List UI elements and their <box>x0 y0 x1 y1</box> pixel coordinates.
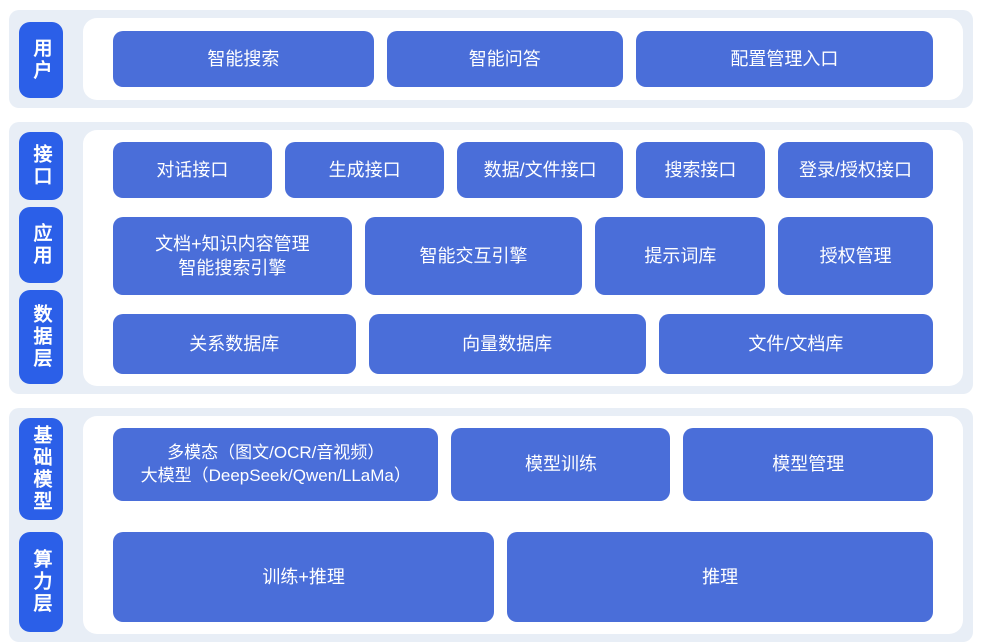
box-vector-database: 向量数据库 <box>368 314 646 374</box>
box-doc-knowledge-search-engine: 文档+知识内容管理 智能搜索引擎 <box>113 217 352 295</box>
box-multimodal-llm: 多模态（图文/OCR/音视频） 大模型（DeepSeek/Qwen/LLaMa） <box>113 428 439 501</box>
box-login-auth-api: 登录/授权接口 <box>778 142 934 198</box>
box-dialog-api: 对话接口 <box>113 142 272 198</box>
box-authorization-management: 授权管理 <box>778 217 933 295</box>
box-smart-qa: 智能问答 <box>386 31 623 87</box>
row-user-entries: 智能搜索 智能问答 配置管理入口 <box>113 31 933 87</box>
label-base-model: 基础模型 <box>19 418 63 520</box>
label-column-user: 用户 <box>19 18 63 100</box>
row-compute: 训练+推理 推理 <box>113 532 933 622</box>
label-compute-layer: 算力层 <box>19 532 63 632</box>
label-column-middle: 接口 应用 数据层 <box>19 130 63 386</box>
box-training-inference: 训练+推理 <box>113 532 495 622</box>
box-relational-database: 关系数据库 <box>113 314 356 374</box>
box-file-document-store: 文件/文档库 <box>658 314 933 374</box>
section-user-layer: 用户 智能搜索 智能问答 配置管理入口 <box>9 10 973 108</box>
label-application: 应用 <box>19 207 63 283</box>
row-data-stores: 关系数据库 向量数据库 文件/文档库 <box>113 314 933 374</box>
box-data-file-api: 数据/文件接口 <box>457 142 623 198</box>
label-data-layer: 数据层 <box>19 290 63 384</box>
box-smart-search: 智能搜索 <box>113 31 374 87</box>
box-generation-api: 生成接口 <box>284 142 445 198</box>
box-line-1: 多模态（图文/OCR/音视频） <box>167 442 385 462</box>
panel-bottom: 多模态（图文/OCR/音视频） 大模型（DeepSeek/Qwen/LLaMa）… <box>83 416 963 634</box>
row-applications: 文档+知识内容管理 智能搜索引擎 智能交互引擎 提示词库 授权管理 <box>113 217 933 295</box>
box-line-2: 智能搜索引擎 <box>178 258 287 278</box>
box-model-training: 模型训练 <box>451 428 671 501</box>
box-inference: 推理 <box>507 532 933 622</box>
row-interfaces: 对话接口 生成接口 数据/文件接口 搜索接口 登录/授权接口 <box>113 142 934 198</box>
label-interface: 接口 <box>19 132 63 200</box>
label-user: 用户 <box>19 22 63 98</box>
panel-user: 智能搜索 智能问答 配置管理入口 <box>83 18 963 100</box>
box-prompt-library: 提示词库 <box>595 217 766 295</box>
box-line-2: 大模型（DeepSeek/Qwen/LLaMa） <box>140 465 411 485</box>
section-interface-application-data: 接口 应用 数据层 对话接口 生成接口 数据/文件接口 搜索接口 登录/授权接口… <box>9 122 973 394</box>
box-smart-interaction-engine: 智能交互引擎 <box>364 217 583 295</box>
box-search-api: 搜索接口 <box>635 142 766 198</box>
panel-middle: 对话接口 生成接口 数据/文件接口 搜索接口 登录/授权接口 文档+知识内容管理… <box>83 130 963 386</box>
section-model-compute: 基础模型 算力层 多模态（图文/OCR/音视频） 大模型（DeepSeek/Qw… <box>9 408 973 642</box>
box-model-management: 模型管理 <box>683 428 933 501</box>
row-models: 多模态（图文/OCR/音视频） 大模型（DeepSeek/Qwen/LLaMa）… <box>113 428 933 501</box>
label-column-bottom: 基础模型 算力层 <box>19 416 63 634</box>
box-config-management-entry: 配置管理入口 <box>635 31 933 87</box>
box-line-1: 文档+知识内容管理 <box>155 233 310 254</box>
